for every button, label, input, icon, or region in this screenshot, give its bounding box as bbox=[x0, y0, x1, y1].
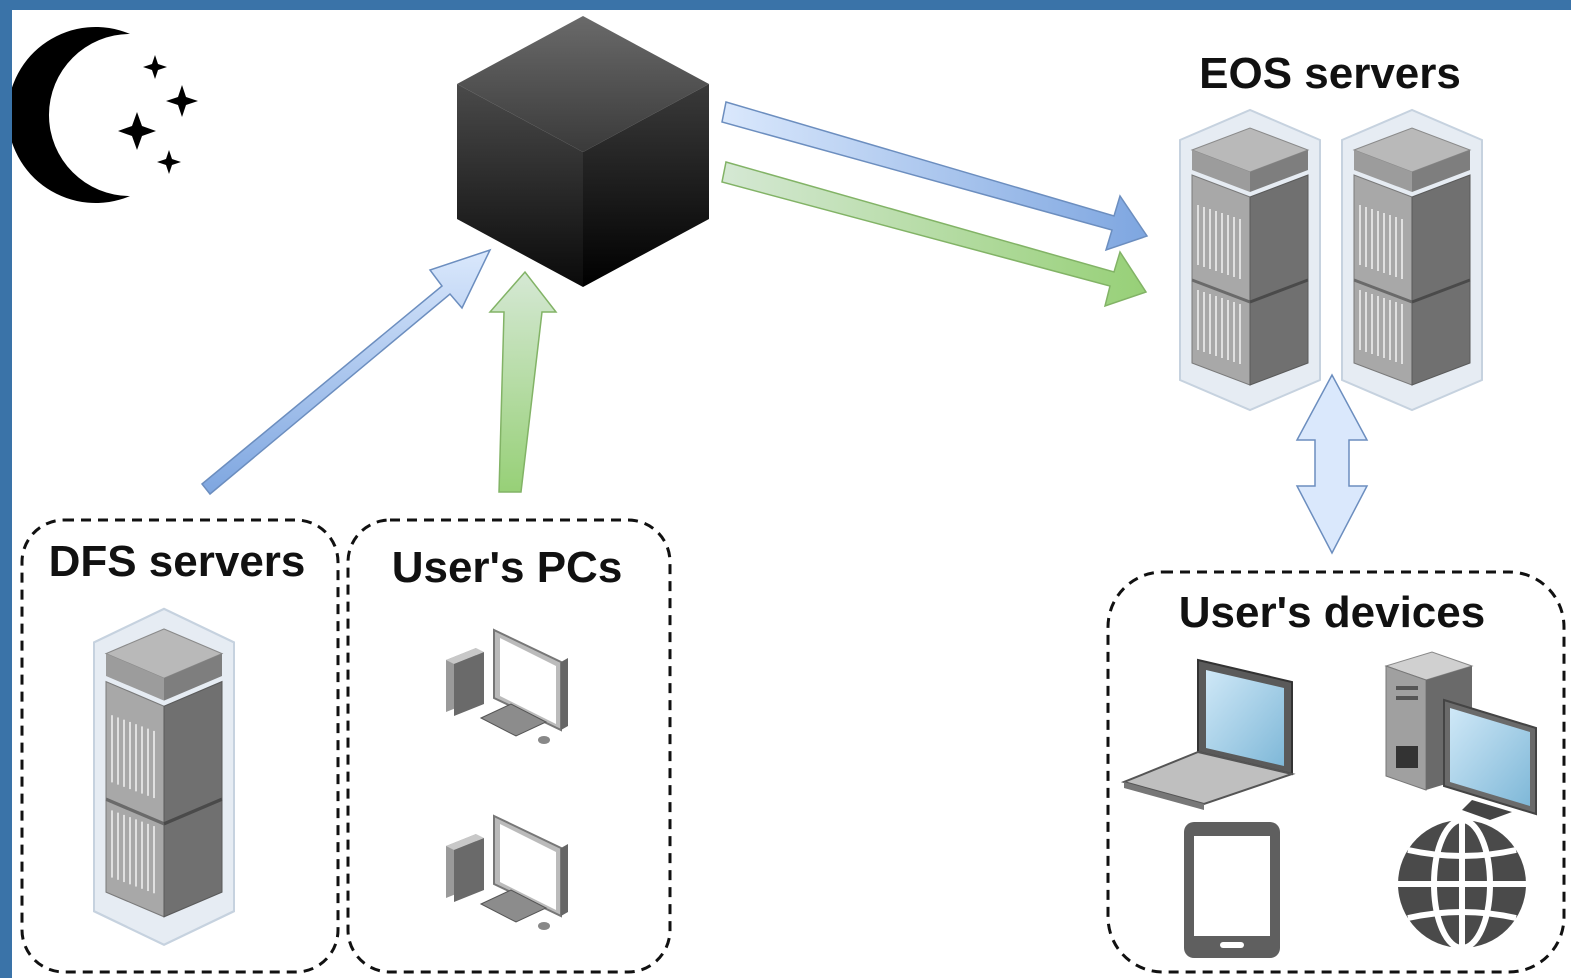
tablet-icon bbox=[1184, 822, 1280, 958]
hub-to-eos-blue-arrow bbox=[721, 101, 1149, 252]
diagram-canvas: EOS servers DFS servers User's PCs U bbox=[12, 10, 1571, 978]
user-devices-group: User's devices bbox=[1106, 570, 1566, 974]
black-cube-icon bbox=[457, 16, 709, 287]
pcs-to-hub-arrow bbox=[488, 270, 558, 493]
eos-devices-bidirectional-arrow bbox=[1295, 373, 1369, 555]
server-rack-icon bbox=[92, 607, 236, 947]
eos-servers-group bbox=[1178, 108, 1484, 412]
eos-servers-label: EOS servers bbox=[1199, 49, 1461, 98]
workstation-icon bbox=[1384, 651, 1537, 820]
dfs-servers-group: DFS servers bbox=[20, 518, 340, 974]
moon-stars-icon bbox=[12, 27, 198, 203]
dfs-to-hub-arrow bbox=[200, 248, 492, 496]
desktop-pc-icon bbox=[445, 629, 569, 745]
hub-to-eos-green-arrow bbox=[721, 161, 1148, 308]
user-pcs-label: User's PCs bbox=[392, 543, 623, 592]
user-devices-label: User's devices bbox=[1179, 588, 1485, 637]
globe-icon bbox=[1398, 817, 1526, 951]
server-rack-icon bbox=[1340, 108, 1484, 412]
laptop-icon bbox=[1120, 658, 1296, 810]
dfs-servers-label: DFS servers bbox=[49, 537, 306, 586]
desktop-pc-icon bbox=[445, 815, 569, 931]
user-pcs-group: User's PCs bbox=[346, 518, 672, 974]
server-rack-icon bbox=[1178, 108, 1322, 412]
